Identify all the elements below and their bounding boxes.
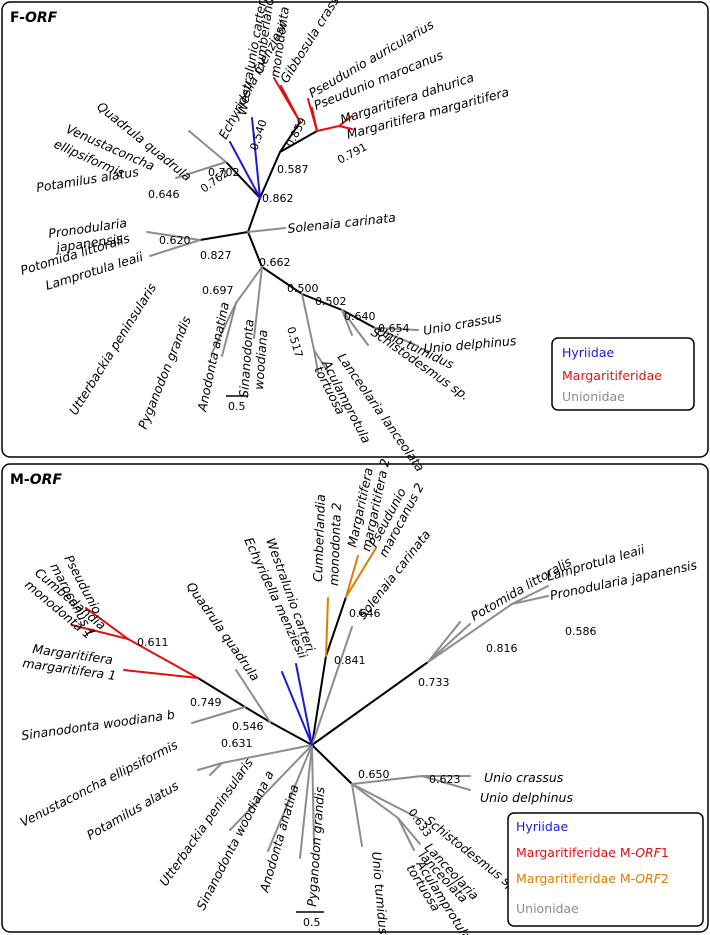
support-value: 0.500 <box>287 282 319 295</box>
panel-title-m-orf: M-ORF <box>10 472 62 488</box>
taxon-label: Unio delphinus <box>480 790 573 805</box>
support-value: 0.697 <box>202 284 234 297</box>
panel-f-orf <box>1 1 709 458</box>
support-value: 0.517 <box>284 325 305 359</box>
support-value: 0.620 <box>159 234 191 247</box>
support-value: 0.540 <box>247 118 269 152</box>
taxon-label: woodiana <box>251 329 270 390</box>
support-value: 0.862 <box>262 192 294 205</box>
support-value: 0.631 <box>221 737 253 750</box>
legend-item-hyriidae: Hyriidae <box>516 819 568 834</box>
support-value: 0.654 <box>378 322 410 335</box>
legend-item-hyriidae: Hyriidae <box>562 345 614 360</box>
support-value: 0.587 <box>277 163 309 176</box>
legend-m-orf: Hyriidae Margaritiferidae M-ORF1 Margari… <box>507 812 704 927</box>
support-value: 0.650 <box>358 768 390 781</box>
legend-item-orf2: Margaritiferidae M-ORF2 <box>516 871 669 886</box>
taxon-label: Unio crassus <box>484 770 564 785</box>
scale-bar-f-orf: 0.5 <box>226 395 248 413</box>
legend-item-margaritiferidae: Margaritiferidae <box>562 368 662 383</box>
panel-title-f-orf: F-ORF <box>10 10 58 26</box>
taxon-label: Unio crassus <box>422 309 503 338</box>
legend-item-unionidae: Unionidae <box>516 901 579 916</box>
taxon-label: Pyganodon grandis <box>304 786 327 907</box>
support-value: 0.546 <box>232 720 264 733</box>
taxa-labels-f-orf: Echyridella menziesii Westralunio carter… <box>18 0 517 474</box>
taxon-label: Pyganodon grandis <box>135 314 194 431</box>
taxon-label: Quadrula quadrula <box>184 579 263 684</box>
taxon-label: Solenaia carinata <box>287 210 397 236</box>
support-value: 0.586 <box>565 625 597 638</box>
legend-f-orf: Hyriidae Margaritiferidae Unionidae <box>551 337 695 411</box>
support-value: 0.749 <box>190 696 222 709</box>
svg-text:0.5: 0.5 <box>228 400 246 413</box>
legend-item-orf1: Margaritiferidae M-ORF1 <box>516 845 669 860</box>
support-value: 0.646 <box>148 188 180 201</box>
taxon-label: monodonta 2 <box>326 502 344 586</box>
svg-text:0.5: 0.5 <box>303 916 321 929</box>
support-value: 0.702 <box>208 166 240 179</box>
taxon-label: Sinanodonta woodiana b <box>20 707 175 743</box>
tree-f-orf <box>146 77 419 373</box>
support-value: 0.611 <box>137 636 169 649</box>
support-value: 0.859 <box>283 115 309 149</box>
taxon-label: Unio tumidus <box>369 851 391 935</box>
support-value: 0.816 <box>486 642 518 655</box>
taxon-label: Sinanodonta <box>236 319 256 398</box>
scale-bar-m-orf: 0.5 <box>296 911 324 929</box>
support-value: 0.791 <box>335 140 369 166</box>
support-value: 0.502 <box>315 295 347 308</box>
legend-item-unionidae: Unionidae <box>562 389 625 404</box>
taxon-label: Cumberlandia <box>310 494 328 582</box>
support-value: 0.623 <box>429 773 461 786</box>
support-value: 0.640 <box>344 310 376 323</box>
panel-m-orf <box>1 463 709 933</box>
tree-m-orf <box>71 547 549 859</box>
support-value: 0.827 <box>200 249 232 262</box>
taxon-label: Potamilus alatus <box>35 164 140 195</box>
support-value: 0.841 <box>334 654 366 667</box>
taxon-label: Unio delphinus <box>423 333 517 356</box>
taxon-label: Venustaconcha ellipsiformis <box>18 737 181 830</box>
support-value: 0.646 <box>349 607 381 620</box>
support-value: 0.733 <box>418 676 450 689</box>
support-value: 0.662 <box>259 256 291 269</box>
